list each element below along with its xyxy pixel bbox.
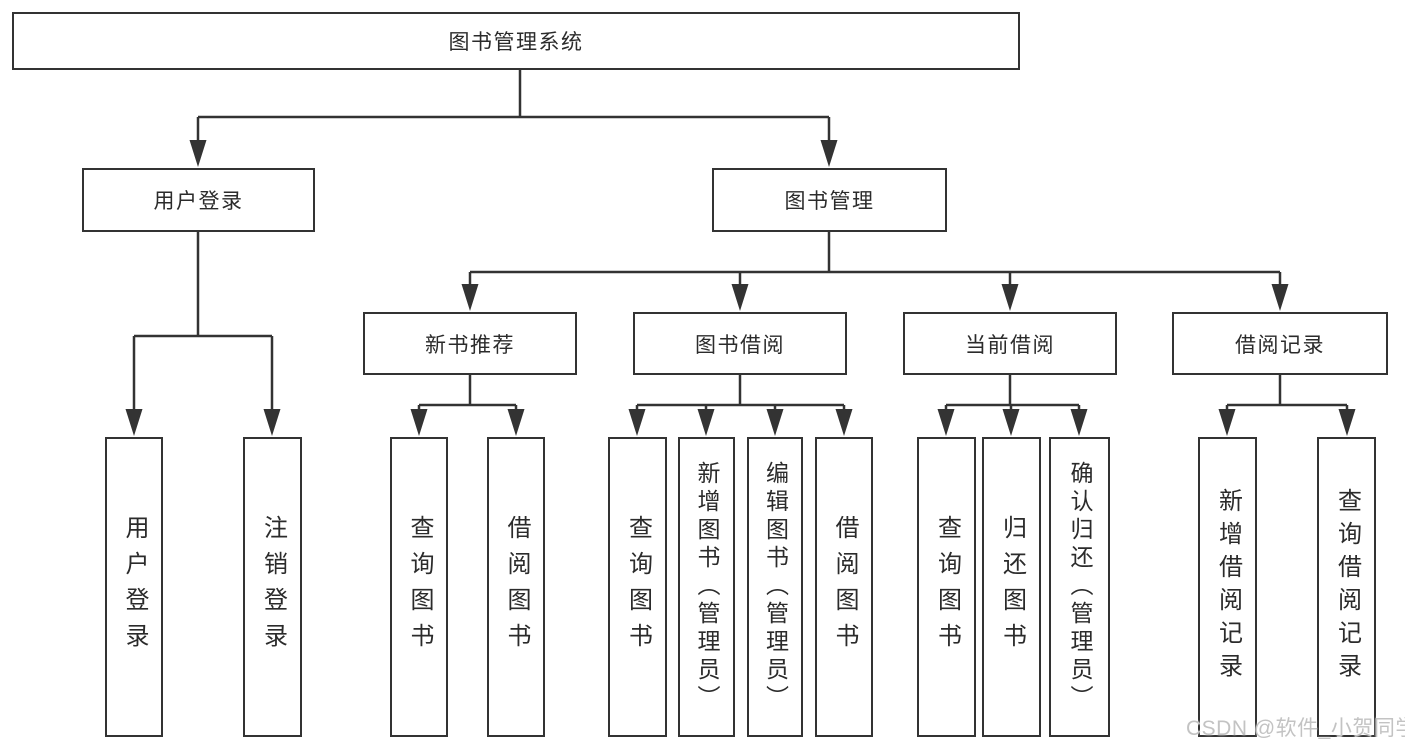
node-current-borrowing: 当前借阅 (903, 312, 1117, 375)
node-borrowing-records: 借阅记录 (1172, 312, 1388, 375)
leaf-borrow-books-1: 借阅图书 (487, 437, 545, 737)
node-book-borrowing: 图书借阅 (633, 312, 847, 375)
node-user-login: 用户登录 (82, 168, 315, 232)
leaf-return-books: 归还图书 (982, 437, 1041, 737)
leaf-confirm-return-admin: 确认归还（管理员） (1049, 437, 1110, 737)
leaf-add-borrow-record: 新增借阅记录 (1198, 437, 1257, 737)
leaf-borrow-books-2: 借阅图书 (815, 437, 873, 737)
leaf-edit-books-admin: 编辑图书（管理员） (747, 437, 803, 737)
node-book-management: 图书管理 (712, 168, 947, 232)
leaf-query-books-3: 查询图书 (917, 437, 976, 737)
leaf-add-books-admin: 新增图书（管理员） (678, 437, 735, 737)
leaf-query-borrow-record: 查询借阅记录 (1317, 437, 1376, 737)
leaf-user-login: 用户登录 (105, 437, 163, 737)
node-root: 图书管理系统 (12, 12, 1020, 70)
leaf-query-books-1: 查询图书 (390, 437, 448, 737)
node-new-book-recommend: 新书推荐 (363, 312, 577, 375)
arrowheads (125, 140, 1356, 436)
watermark: CSDN @软件_小贺同学 (1186, 717, 1405, 740)
leaf-query-books-2: 查询图书 (608, 437, 667, 737)
leaf-logout-login: 注销登录 (243, 437, 302, 737)
